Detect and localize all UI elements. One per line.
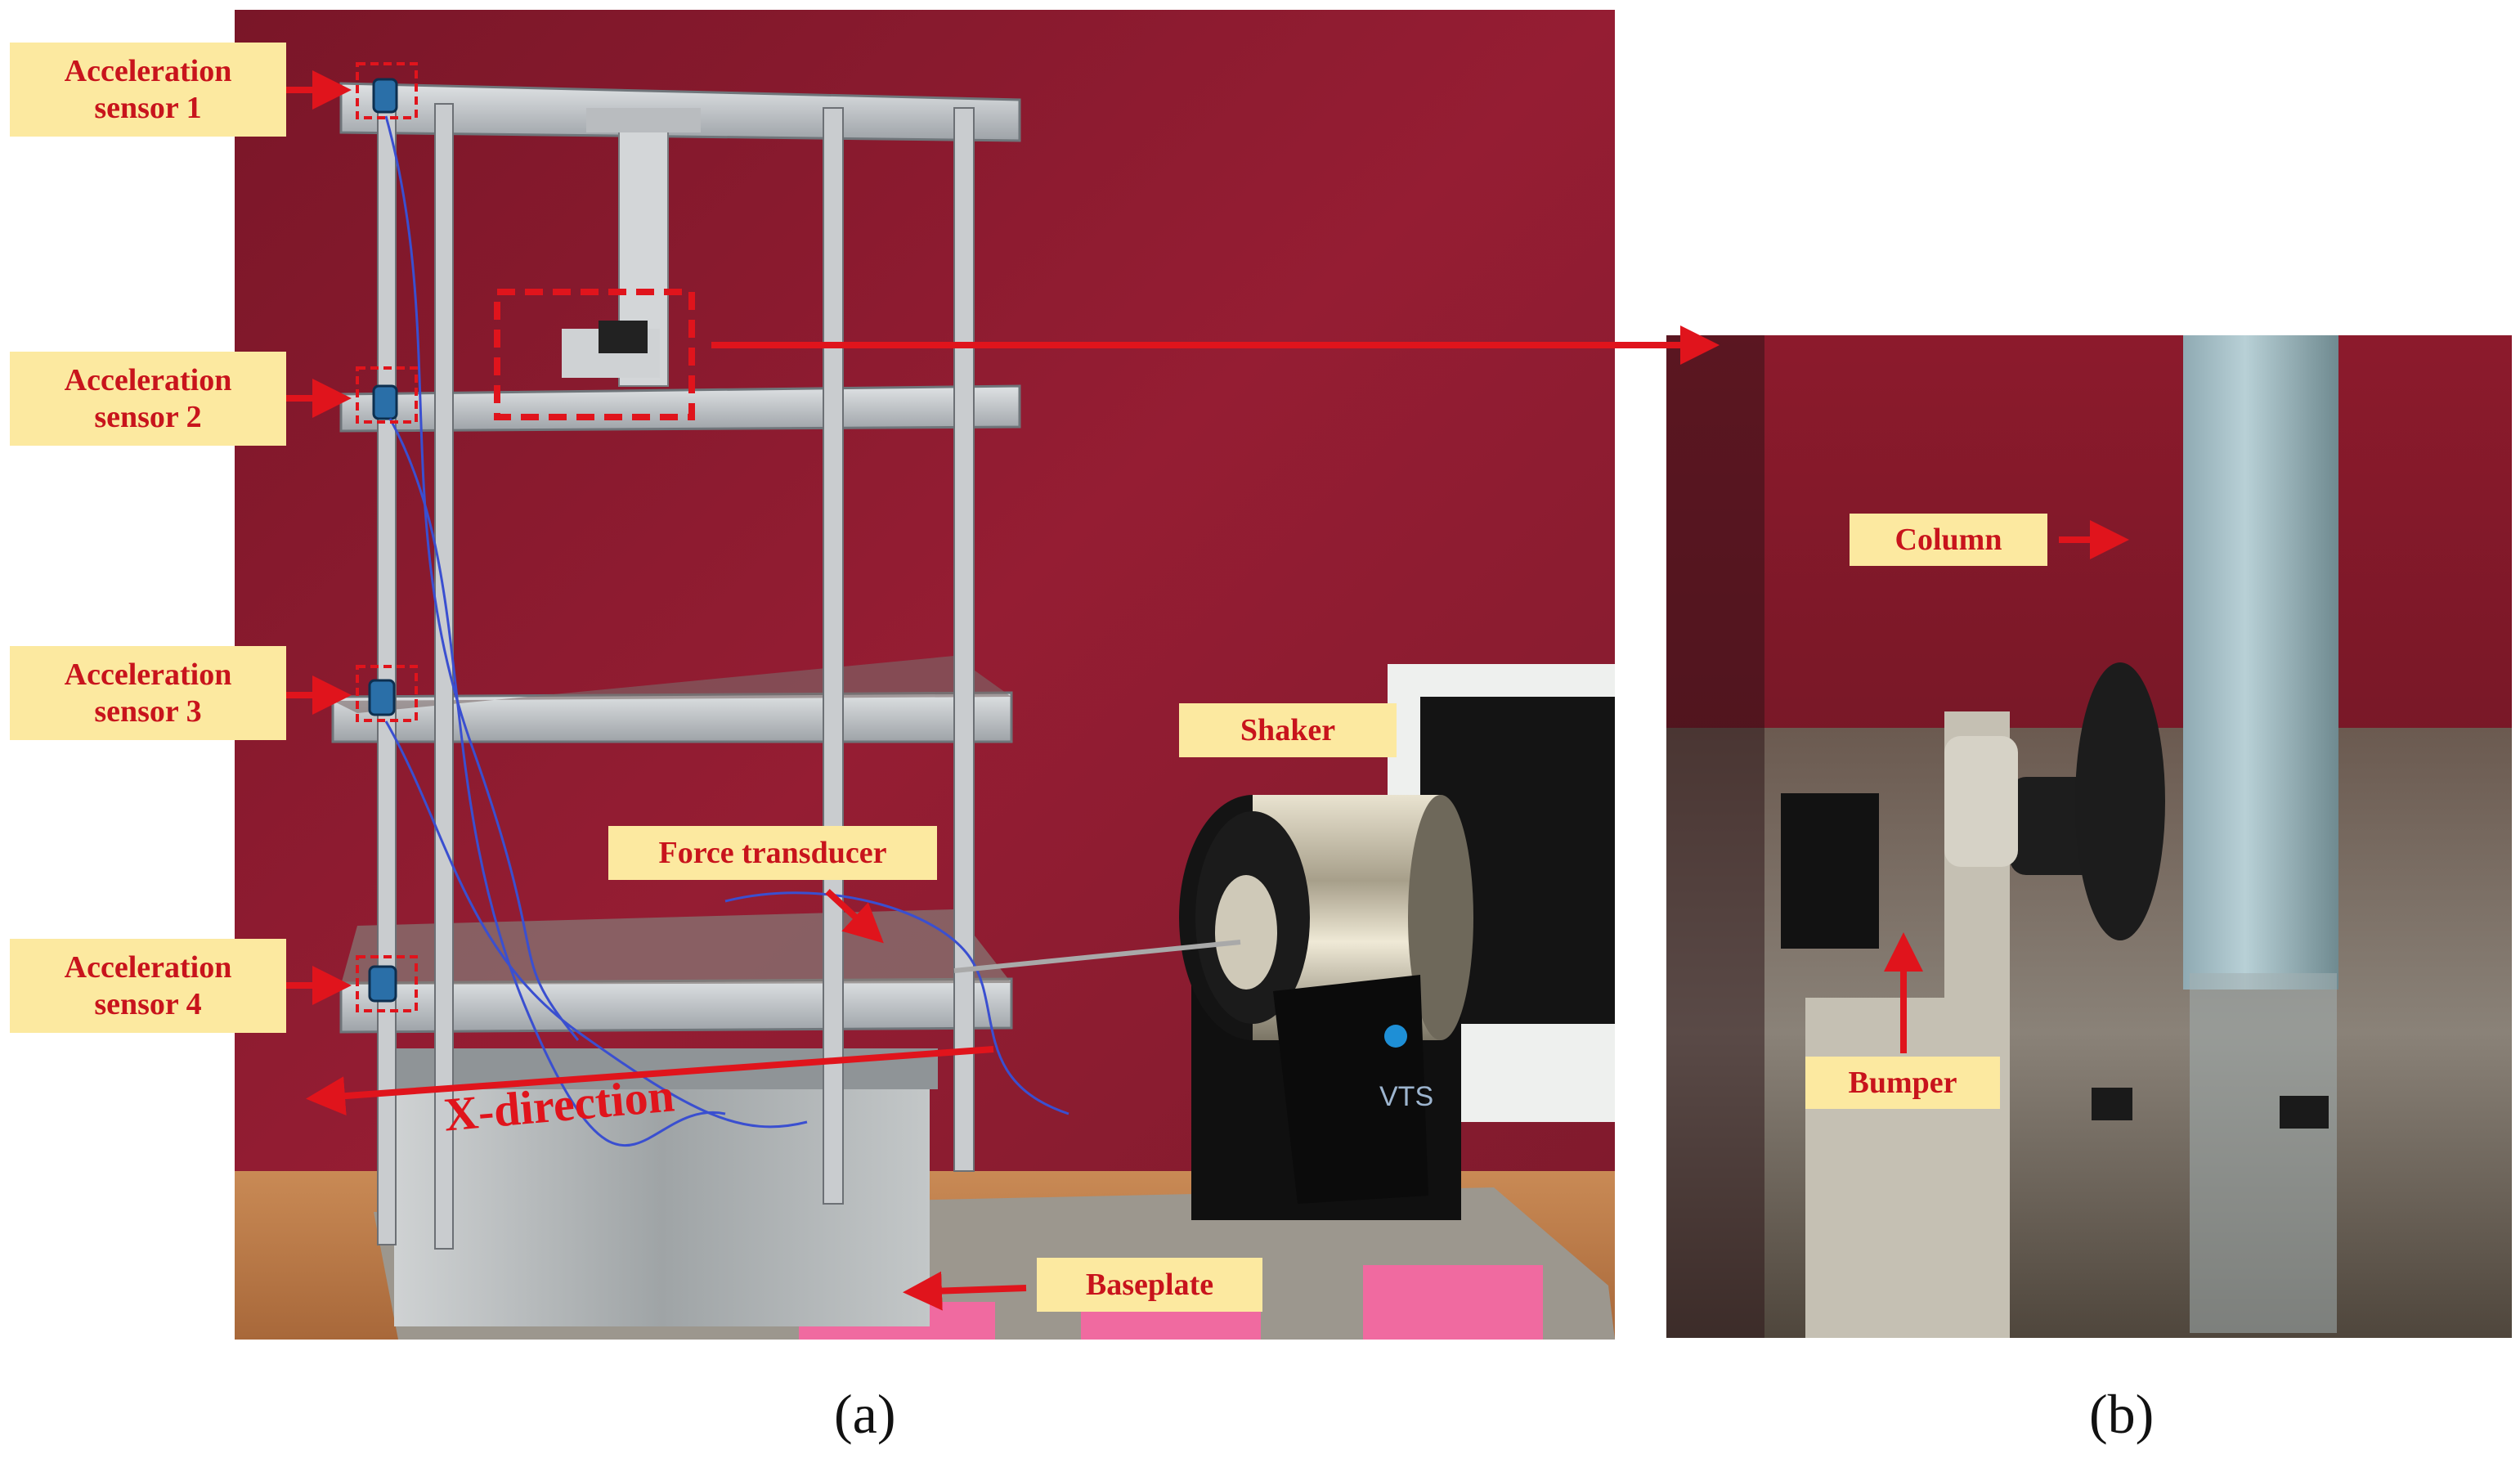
photo-panel-b bbox=[1666, 335, 2512, 1338]
label-acceleration-sensor-4: Acceleration sensor 4 bbox=[10, 939, 286, 1033]
label-shaker: Shaker bbox=[1179, 703, 1397, 757]
photo-panel-a: VTS bbox=[235, 10, 1615, 1340]
arrow-x-direction bbox=[306, 1046, 994, 1116]
label-column: Column bbox=[1850, 514, 2047, 566]
arrow-baseplate bbox=[903, 1271, 1027, 1311]
sensor3-highlight-box bbox=[356, 665, 418, 722]
test-rig-photo: VTS bbox=[235, 10, 1615, 1340]
label-baseplate: Baseplate bbox=[1037, 1258, 1262, 1312]
arrow-force-transducer bbox=[825, 889, 884, 944]
label-acceleration-sensor-2: Acceleration sensor 2 bbox=[10, 352, 286, 446]
shaker-brand-text: VTS bbox=[1379, 1081, 1433, 1112]
bumper-closeup-photo bbox=[1666, 335, 2512, 1338]
label-bumper: Bumper bbox=[1805, 1057, 2000, 1109]
sensor4-highlight-box bbox=[356, 955, 418, 1012]
label-acceleration-sensor-1: Acceleration sensor 1 bbox=[10, 43, 286, 137]
label-acceleration-sensor-3: Acceleration sensor 3 bbox=[10, 646, 286, 740]
caption-a: (a) bbox=[834, 1383, 896, 1445]
caption-b: (b) bbox=[2089, 1383, 2155, 1445]
bumper-highlight-box bbox=[494, 289, 695, 420]
sensor2-highlight-box bbox=[356, 366, 418, 424]
sensor1-highlight-box bbox=[356, 62, 418, 119]
label-force-transducer: Force transducer bbox=[608, 826, 937, 880]
